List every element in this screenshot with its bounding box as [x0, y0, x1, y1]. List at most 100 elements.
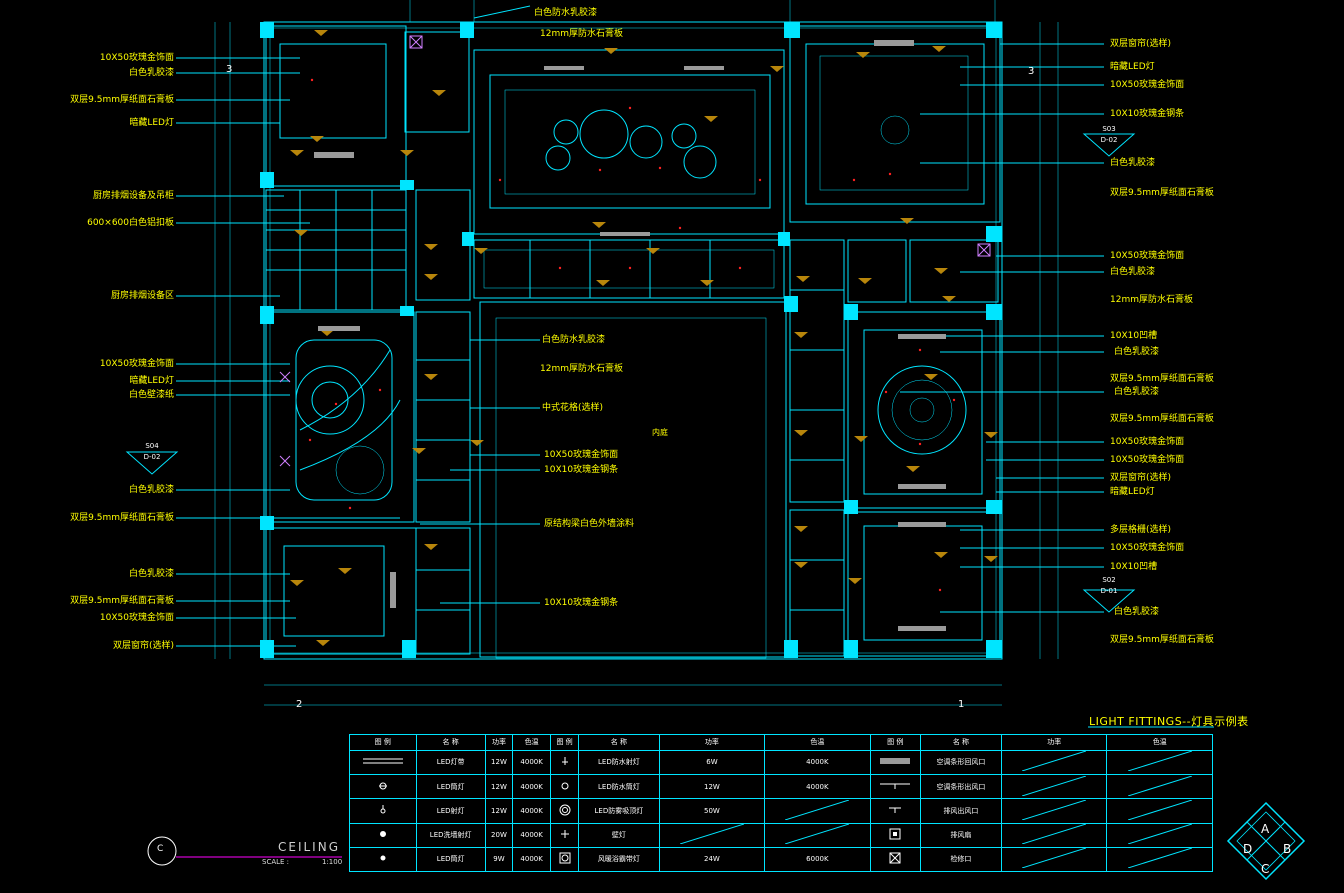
exhaust-fan-icon [869, 822, 921, 848]
annotation-label: 暗藏LED灯 [1110, 62, 1155, 72]
legend-cell: 12W [484, 749, 514, 776]
waterproof-downlight-icon [550, 774, 580, 800]
annotation-label: 双层9.5mm厚纸面石膏板 [1110, 414, 1214, 424]
legend-row: LED筒灯 12W 4000K LED防水筒灯 12W 4000K 空调条形出风… [349, 774, 1213, 800]
access-panel-icon [869, 846, 921, 873]
annotation-label: 10X10玫瑰金钢条 [544, 598, 619, 608]
annotation-label: 双层9.5mm厚纸面石膏板 [1110, 635, 1214, 645]
legend-row: LED灯带 12W 4000K LED防水射灯 6W 4000K 空调条形回风口 [349, 749, 1213, 776]
annotation-label: 10X50玫瑰金饰面 [1110, 543, 1185, 553]
legend-cell: LED灯带 [415, 749, 486, 776]
legend-cell: 检修口 [919, 846, 1003, 873]
legend-header: 色温 [1106, 734, 1213, 751]
legend-cell: 4000K [764, 774, 871, 800]
annotation-label: 白色乳胶漆 [1114, 387, 1160, 397]
annotation-label: 10X50玫瑰金饰面 [99, 53, 174, 63]
legend-cell: 50W [658, 798, 766, 824]
legend-row: LED射灯 12W 4000K LED防雾吸顶灯 50W 排风出风口 [349, 798, 1213, 824]
legend-cell [1000, 774, 1108, 800]
annotation-label: 10X50玫瑰金饰面 [1110, 80, 1185, 90]
annotation-label: 10X50玫瑰金饰面 [99, 613, 174, 623]
annotation-label: 10X10凹槽 [1110, 331, 1158, 341]
legend-cell: 6000K [764, 846, 871, 873]
legend-cell [1106, 822, 1213, 848]
annotation-label: 双层窗帘(选样) [1110, 39, 1172, 49]
bath-heater-icon [550, 846, 580, 873]
annotation-label: 白色防水乳胶漆 [534, 8, 598, 18]
annotation-label: 10X50玫瑰金饰面 [1110, 455, 1185, 465]
section-tag-number: S02 [1102, 576, 1116, 584]
section-tag-ref: D-01 [1100, 587, 1118, 595]
legend-cell: 12W [484, 798, 514, 824]
legend-cell: LED筒灯 [415, 774, 486, 800]
legend-title: LIGHT FITTINGS--灯具示例表 [1089, 715, 1249, 728]
wall-lamp-icon [550, 822, 580, 848]
legend-cell [1106, 798, 1213, 824]
annotation-label: 双层窗帘(选样) [112, 641, 174, 651]
annotation-label: 厨房排烟设备及吊柜 [92, 191, 174, 201]
compass-letter: B [1283, 842, 1292, 856]
legend-cell [764, 798, 871, 824]
legend-header: 色温 [764, 734, 871, 751]
annotation-label: 600×600白色铝扣板 [87, 218, 174, 228]
legend-cell: 4000K [512, 798, 552, 824]
legend-header: 功率 [484, 734, 514, 751]
section-tag-number: S03 [1102, 125, 1116, 133]
legend-cell: 6W [658, 749, 766, 776]
compass-letter: A [1261, 822, 1270, 836]
annotation-label: 10X10玫瑰金钢条 [1110, 109, 1185, 119]
legend-header: 功率 [1000, 734, 1108, 751]
annotation-label: 原结构梁白色外墙涂料 [544, 519, 635, 529]
legend-cell [1000, 798, 1108, 824]
grid-axis-mark: 1 [958, 699, 965, 710]
spot-light-icon [349, 798, 417, 824]
legend-cell: 9W [484, 846, 514, 873]
drawing-title: CEILING [278, 840, 340, 854]
section-tag-ref: D-02 [1100, 136, 1118, 144]
legend-header: 名 称 [415, 734, 486, 751]
section-tag-number: S04 [145, 442, 159, 450]
annotation-label: 白色乳胶漆 [1110, 158, 1156, 168]
annotation-label: 白色乳胶漆 [1114, 607, 1160, 617]
legend-cell: LED防水筒灯 [578, 774, 660, 800]
legend-cell: 空调条形出风口 [919, 774, 1003, 800]
legend-cell: 4000K [512, 774, 552, 800]
annotation-label: 双层9.5mm厚纸面石膏板 [1110, 188, 1214, 198]
legend-cell: 排风扇 [919, 822, 1003, 848]
legend-header: 名 称 [578, 734, 660, 751]
scale-value: 1:100 [322, 858, 343, 866]
room-label-courtyard: 内庭 [652, 428, 668, 437]
annotation-label: 12mm厚防水石膏板 [540, 29, 623, 39]
annotation-label: 12mm厚防水石膏板 [540, 364, 623, 374]
annotation-label: 双层9.5mm厚纸面石膏板 [70, 95, 174, 105]
compass-letter: D [1243, 842, 1253, 856]
annotation-label: 白色防水乳胶漆 [542, 335, 606, 345]
scale-label: SCALE : [262, 858, 290, 866]
compass-letter: C [1261, 862, 1270, 876]
annotation-label: 12mm厚防水石膏板 [1110, 295, 1193, 305]
spotlight-icon [550, 749, 580, 776]
legend-cell: 4000K [512, 846, 552, 873]
annotation-label: 白色乳胶漆 [128, 569, 174, 579]
legend-cell: LED洗墙射灯 [415, 822, 486, 848]
legend-cell: 12W [658, 774, 766, 800]
legend-cell: 风暖浴霸带灯 [578, 846, 660, 873]
legend-cell: LED射灯 [415, 798, 486, 824]
legend-cell: 壁灯 [578, 822, 660, 848]
ceiling-lamp-icon [550, 798, 580, 824]
legend-cell: 20W [484, 822, 514, 848]
annotation-label: 白色乳胶漆 [128, 485, 174, 495]
small-downlight-icon [349, 846, 417, 873]
annotation-label: 10X50玫瑰金饰面 [1110, 437, 1185, 447]
legend-cell: 空调条形回风口 [919, 749, 1003, 776]
legend-cell: 4000K [512, 749, 552, 776]
annotation-label: 10X50玫瑰金饰面 [1110, 251, 1185, 261]
legend-cell [1000, 749, 1108, 776]
light-fittings-legend-table: 图 例 名 称 功率 色温 图 例 名 称 功率 色温 图 例 名 称 功率 色… [349, 734, 1213, 873]
annotation-label: 10X50玫瑰金饰面 [99, 359, 174, 369]
legend-row: LED筒灯 9W 4000K 风暖浴霸带灯 24W 6000K 检修口 [349, 846, 1213, 873]
annotation-label: 10X10玫瑰金钢条 [544, 465, 619, 475]
legend-cell: LED筒灯 [415, 846, 486, 873]
supply-vent-icon [869, 774, 921, 800]
annotation-label: 多层格栅(选样) [1110, 525, 1172, 535]
